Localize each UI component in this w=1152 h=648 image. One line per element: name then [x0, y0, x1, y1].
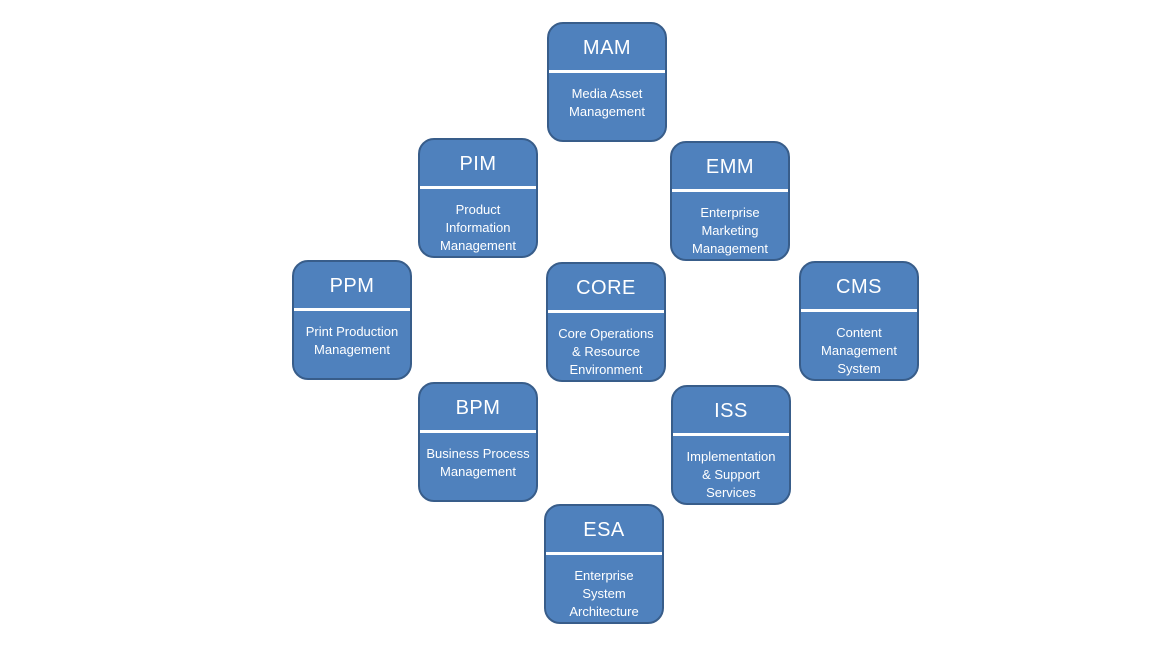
- node-pim-description: Product Information Management: [440, 202, 516, 253]
- node-ppm: PPM Print Production Management: [292, 260, 412, 380]
- node-emm: EMM Enterprise Marketing Management: [670, 141, 790, 261]
- node-bpm-divider: [420, 430, 536, 433]
- node-esa: ESA Enterprise System Architecture: [544, 504, 664, 624]
- node-pim-divider: [420, 186, 536, 189]
- node-mam-abbr: MAM: [582, 37, 632, 59]
- node-pim: PIM Product Information Management: [418, 138, 538, 258]
- node-cms-description: Content Management System: [821, 325, 897, 376]
- node-iss-description: Implementation & Support Services: [686, 449, 776, 500]
- node-esa-description: Enterprise System Architecture: [569, 568, 639, 619]
- node-ppm-abbr: PPM: [329, 275, 375, 297]
- node-esa-abbr: ESA: [583, 519, 625, 541]
- node-core: CORE Core Operations & Resource Environm…: [546, 262, 666, 382]
- node-mam-description: Media Asset Management: [569, 86, 645, 119]
- node-pim-abbr: PIM: [459, 153, 497, 175]
- node-core-abbr: CORE: [576, 277, 636, 299]
- node-cms: CMS Content Management System: [799, 261, 919, 381]
- node-ppm-divider: [294, 308, 410, 311]
- node-iss-divider: [673, 433, 789, 436]
- node-esa-divider: [546, 552, 662, 555]
- node-mam-divider: [549, 70, 665, 73]
- node-emm-abbr: EMM: [705, 156, 755, 178]
- node-bpm-description: Business Process Management: [426, 446, 530, 479]
- node-bpm-abbr: BPM: [455, 397, 501, 419]
- node-iss: ISS Implementation & Support Services: [671, 385, 791, 505]
- node-mam: MAM Media Asset Management: [547, 22, 667, 142]
- node-iss-abbr: ISS: [714, 400, 748, 422]
- node-bpm: BPM Business Process Management: [418, 382, 538, 502]
- node-cms-abbr: CMS: [836, 276, 882, 298]
- node-core-divider: [548, 310, 664, 313]
- node-emm-divider: [672, 189, 788, 192]
- node-ppm-description: Print Production Management: [305, 324, 399, 357]
- node-core-description: Core Operations & Resource Environment: [558, 326, 654, 377]
- node-emm-description: Enterprise Marketing Management: [692, 205, 768, 256]
- node-cms-divider: [801, 309, 917, 312]
